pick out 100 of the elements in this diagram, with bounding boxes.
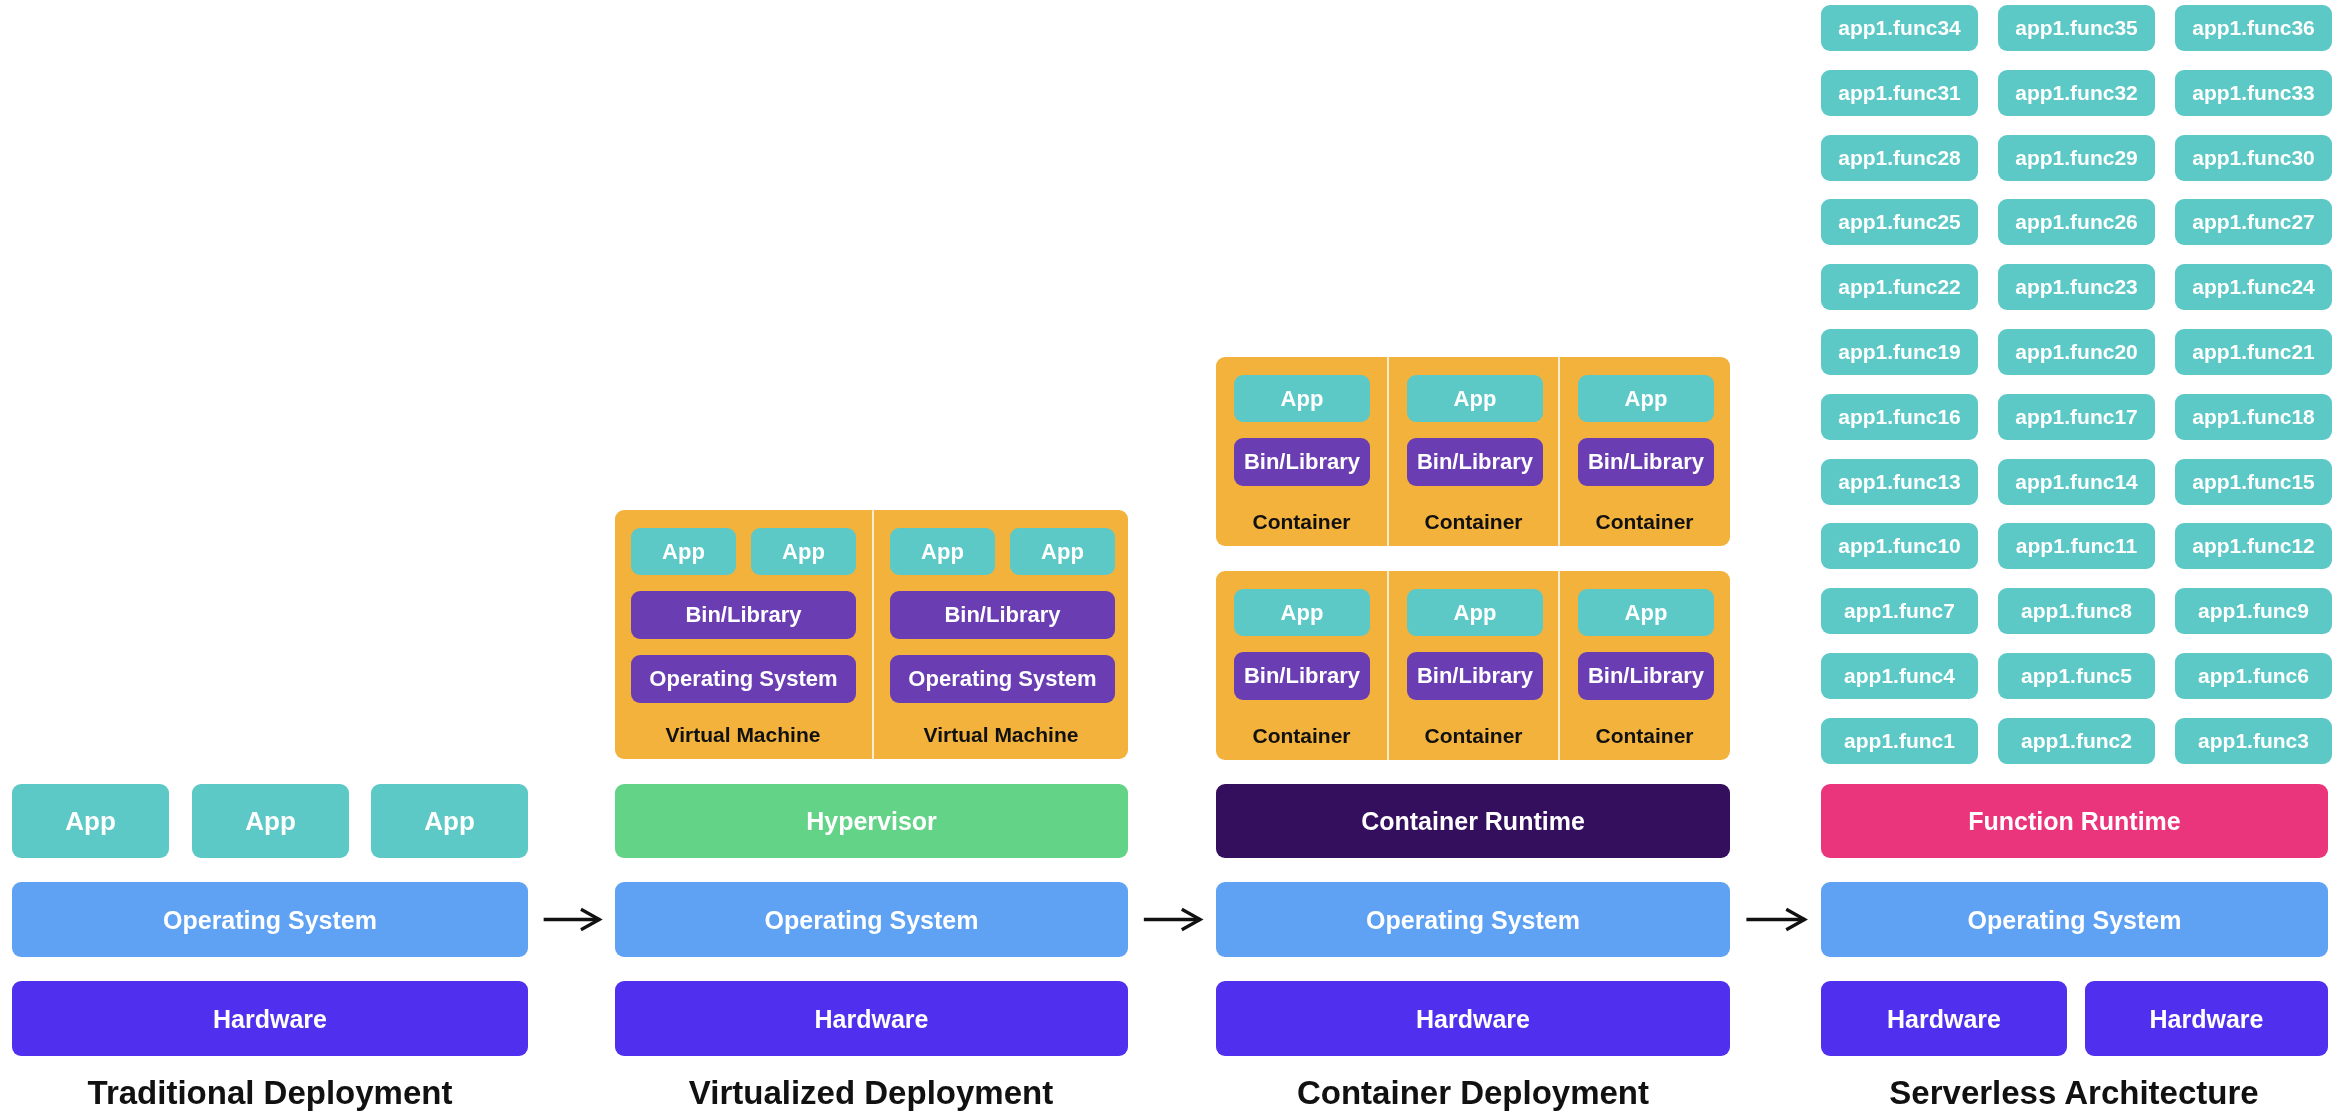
box-label: App	[1452, 385, 1498, 412]
function-runtime-bar	[1821, 784, 2328, 858]
container-group-panel	[1216, 571, 1730, 760]
os-box	[631, 655, 856, 703]
box-label: App	[423, 805, 476, 837]
box-label: App	[661, 538, 706, 565]
box-label: App	[1452, 599, 1498, 626]
function-box	[1821, 458, 1978, 505]
function-box	[1998, 199, 2155, 246]
box-label: app1.func5	[2020, 664, 2133, 688]
box-label: app1.func31	[1837, 80, 1962, 105]
function-box	[1821, 134, 1978, 181]
function-box	[2175, 393, 2332, 440]
library-box	[1234, 438, 1370, 486]
box-label: Operating System	[907, 666, 1098, 692]
function-box	[2175, 5, 2332, 51]
hypervisor-bar	[615, 784, 1128, 858]
function-box	[1998, 653, 2155, 699]
app-box	[1407, 375, 1543, 422]
function-box	[2175, 653, 2332, 699]
function-box	[2175, 329, 2332, 375]
library-box	[1234, 652, 1370, 700]
box-label: app1.func32	[2014, 80, 2139, 105]
app-box	[12, 784, 169, 858]
column-title: Traditional Deployment	[87, 1074, 453, 1112]
function-box	[1998, 588, 2155, 635]
box-label: app1.func3	[2197, 728, 2310, 753]
function-box	[1998, 69, 2155, 116]
box-label: App	[244, 805, 297, 837]
box-label: Container Runtime	[1360, 806, 1586, 836]
arrow	[1143, 907, 1202, 932]
hardware-bar	[615, 981, 1128, 1056]
function-box	[1821, 329, 1978, 375]
box-label: app1.func17	[2014, 404, 2139, 429]
box-label: app1.func22	[1837, 275, 1962, 300]
function-box	[1821, 393, 1978, 440]
function-box	[1821, 653, 1978, 699]
box-label: App	[1623, 385, 1669, 412]
function-box	[2175, 523, 2332, 570]
hardware-bar	[2085, 981, 2328, 1056]
box-label: Bin/Library	[1586, 663, 1706, 689]
function-box	[1998, 264, 2155, 311]
column-title: Container Deployment	[1297, 1074, 1649, 1112]
box-label: Function Runtime	[1967, 806, 2182, 836]
box-label: App	[1279, 385, 1325, 412]
function-box	[1821, 523, 1978, 570]
panel-caption: Container	[1251, 510, 1352, 534]
panel-caption: Container	[1423, 510, 1524, 534]
box-label: Bin/Library	[1242, 449, 1362, 475]
box-label: app1.func6	[2197, 664, 2310, 688]
box-label: app1.func20	[2014, 340, 2139, 364]
box-label: App	[1279, 599, 1325, 626]
library-box	[1578, 652, 1714, 700]
box-label: app1.func34	[1837, 16, 1962, 40]
app-box	[1010, 528, 1115, 575]
os-bar	[1821, 882, 2328, 957]
box-label: app1.func14	[2014, 469, 2139, 494]
box-label: app1.func27	[2191, 210, 2316, 235]
function-box	[2175, 264, 2332, 311]
column-title: Virtualized Deployment	[688, 1074, 1054, 1112]
function-box	[1821, 199, 1978, 246]
box-label: app1.func18	[2191, 404, 2316, 429]
function-box	[1998, 717, 2155, 764]
box-label: app1.func1	[1843, 728, 1956, 753]
box-label: Bin/Library	[943, 602, 1062, 628]
box-label: Operating System	[1966, 905, 2183, 934]
app-box	[1578, 375, 1714, 422]
box-label: app1.func16	[1837, 404, 1962, 429]
box-label: app1.func36	[2191, 16, 2316, 40]
function-box	[1998, 523, 2155, 570]
hardware-bar	[1216, 981, 1730, 1056]
app-box	[1234, 375, 1370, 422]
box-label: Hypervisor	[805, 806, 938, 836]
function-box	[1998, 134, 2155, 181]
app-box	[1407, 589, 1543, 636]
box-label: Operating System	[648, 666, 839, 692]
box-label: App	[1623, 599, 1669, 626]
panel-caption: Container	[1251, 724, 1352, 748]
box-label: app1.func8	[2020, 599, 2133, 624]
panel-caption: Virtual Machine	[922, 723, 1080, 747]
arrow	[543, 907, 601, 932]
arrow	[1746, 907, 1807, 932]
function-box	[1821, 264, 1978, 311]
box-label: Hardware	[1415, 1004, 1531, 1033]
box-label: app1.func12	[2191, 534, 2316, 559]
function-box	[1821, 5, 1978, 51]
library-box	[1407, 652, 1543, 700]
library-box	[890, 591, 1115, 639]
box-label: app1.func9	[2197, 599, 2310, 624]
box-label: App	[1040, 538, 1085, 565]
function-box	[1821, 717, 1978, 764]
app-box	[371, 784, 528, 858]
function-box	[1998, 329, 2155, 375]
function-box	[1821, 588, 1978, 635]
function-box	[2175, 458, 2332, 505]
box-label: Hardware	[1886, 1004, 2002, 1033]
box-label: App	[64, 805, 117, 837]
box-label: Bin/Library	[1415, 663, 1535, 689]
library-box	[631, 591, 856, 639]
app-box	[890, 528, 995, 575]
